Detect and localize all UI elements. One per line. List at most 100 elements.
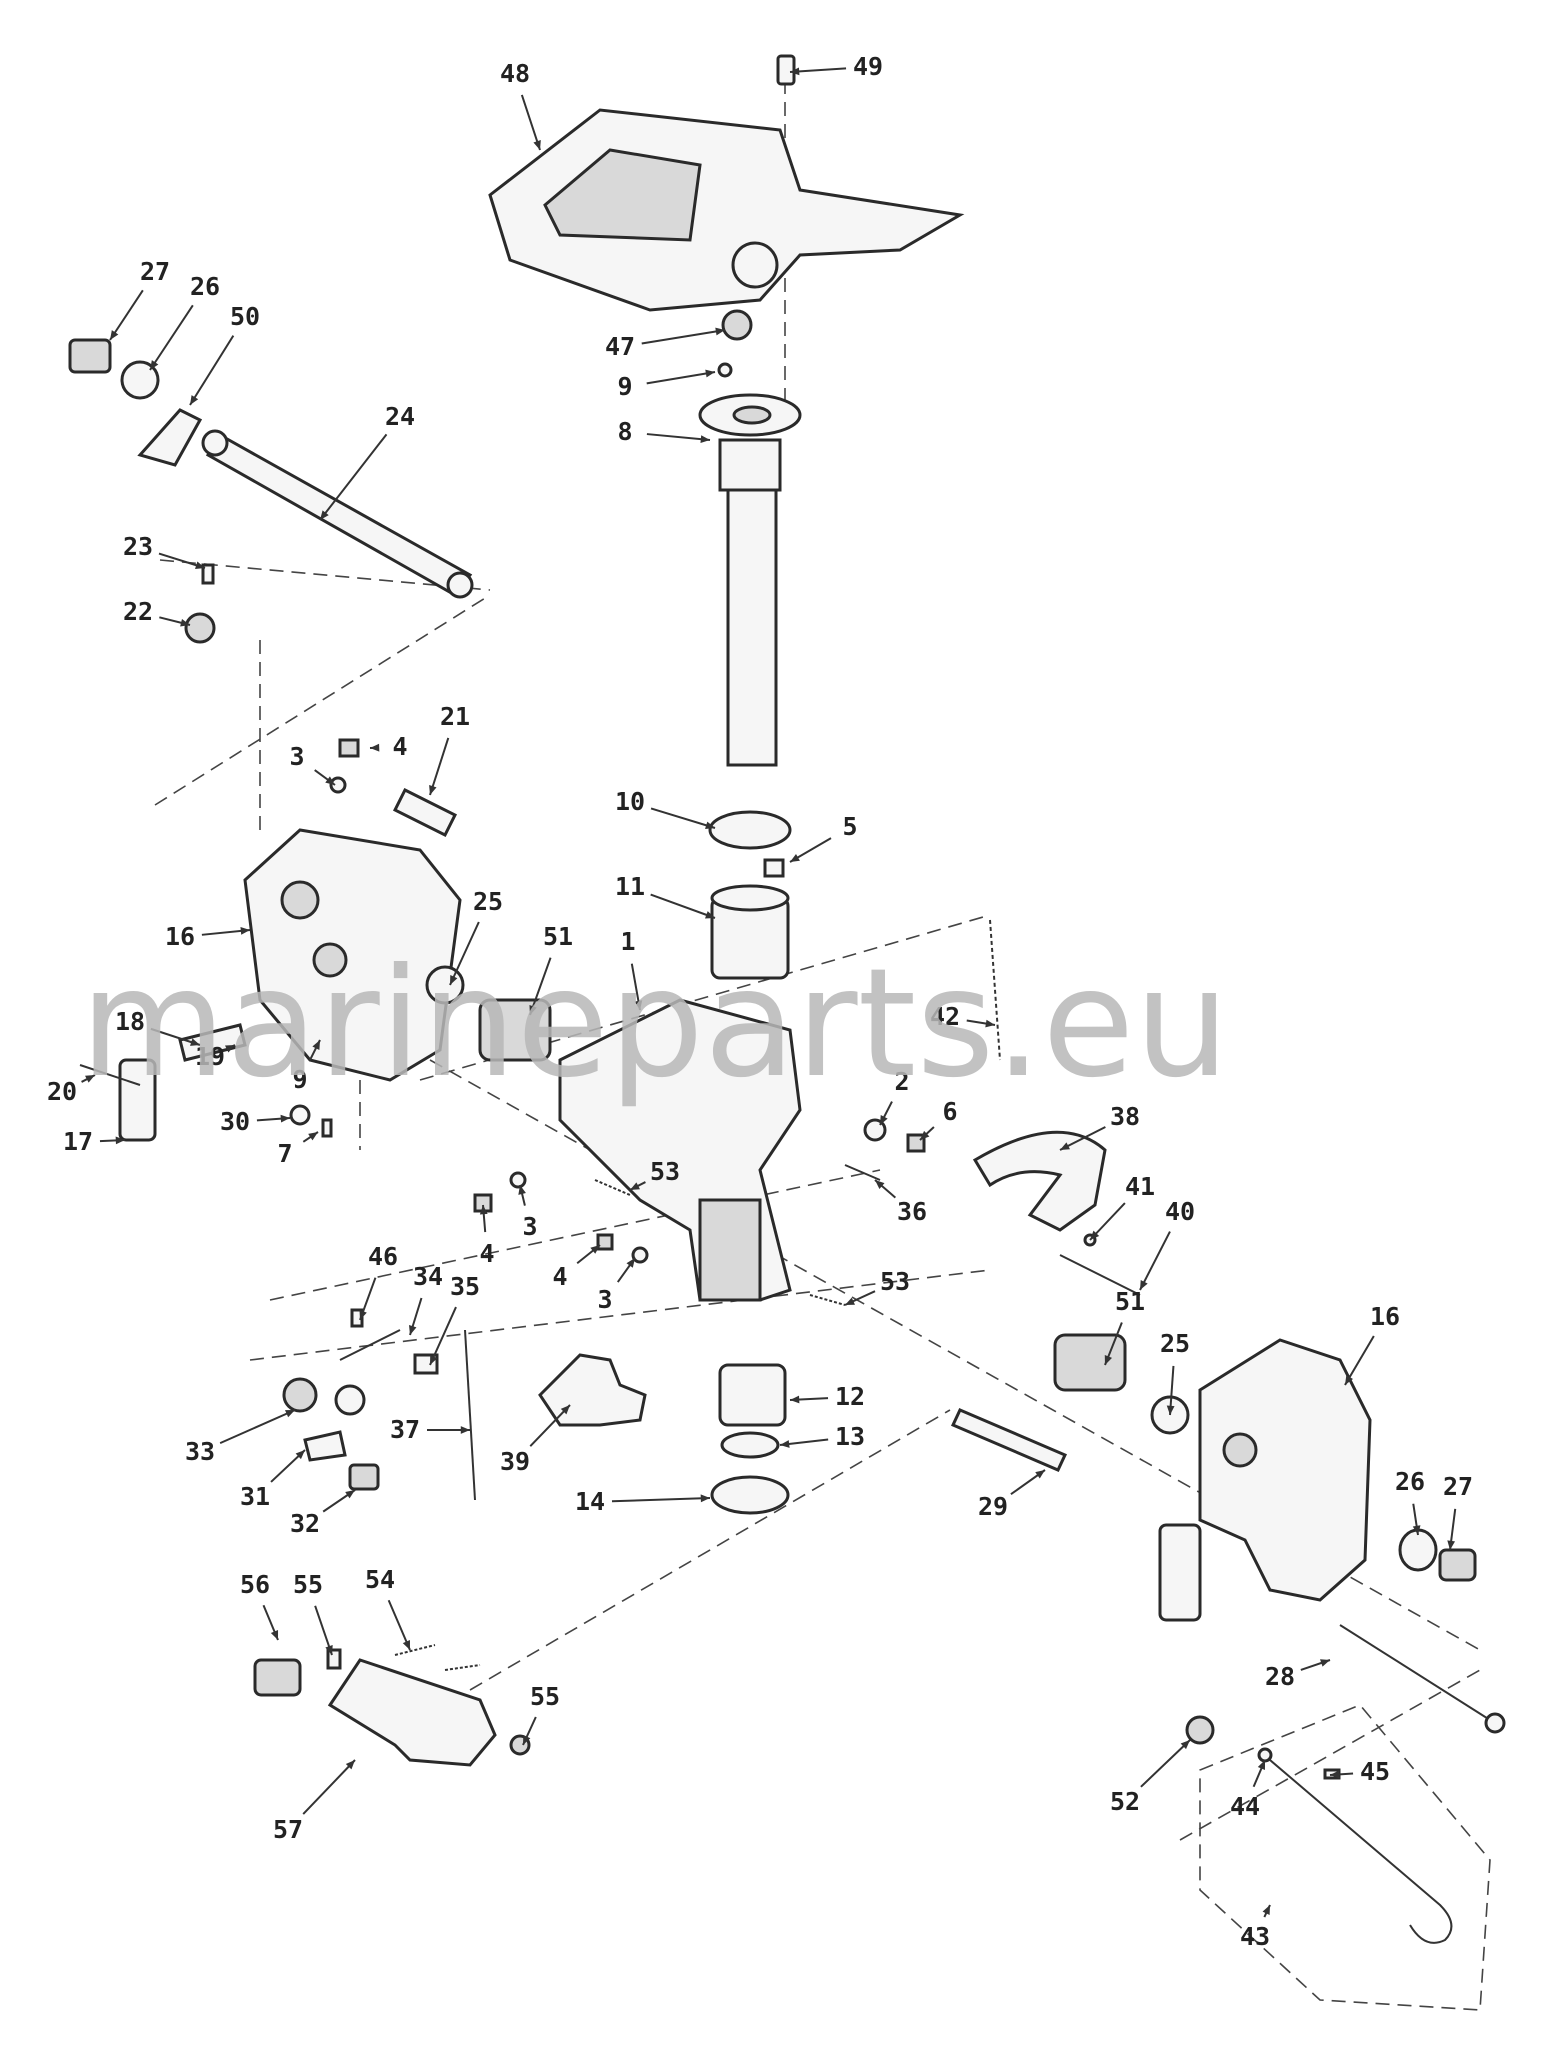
- callout-c3c: 3: [597, 1285, 612, 1314]
- leader-c14: [612, 1498, 710, 1501]
- callout-c5: 5: [842, 812, 857, 841]
- callout-c35: 35: [450, 1272, 480, 1301]
- part-3b-washer: [511, 1173, 525, 1187]
- callout-c56: 56: [240, 1570, 270, 1599]
- callout-c37: 37: [390, 1415, 420, 1444]
- part-4c-nut: [598, 1235, 612, 1249]
- part-57-tilt-pin-bracket: [330, 1660, 495, 1765]
- part-7-pin: [323, 1120, 331, 1136]
- callout-c3a: 3: [289, 742, 304, 771]
- leader-c33: [220, 1410, 295, 1443]
- arrowhead-c30: [281, 1115, 290, 1123]
- leader-c47: [642, 330, 725, 343]
- callout-c10: 10: [615, 787, 645, 816]
- callout-c32: 32: [290, 1509, 320, 1538]
- arrowhead-c32: [345, 1490, 355, 1498]
- callout-c43: 43: [1240, 1922, 1270, 1951]
- part-29-rod: [953, 1410, 1065, 1470]
- part-14-bushing: [712, 1477, 788, 1513]
- part-44-pin: [1259, 1749, 1271, 1761]
- callout-c27a: 27: [140, 257, 170, 286]
- callout-c4b: 4: [479, 1239, 494, 1268]
- arrowhead-c37: [461, 1426, 470, 1434]
- leader-c57: [303, 1760, 355, 1814]
- part-28-bolt: [1340, 1625, 1504, 1732]
- leader-c8: [647, 434, 710, 440]
- part-washer-33b: [336, 1386, 364, 1414]
- part-22-knob: [186, 614, 214, 642]
- leader-c50: [190, 336, 233, 405]
- callout-c27b: 27: [1443, 1472, 1473, 1501]
- part-49-screw: [778, 56, 794, 84]
- part-55a-screw: [328, 1650, 340, 1668]
- arrowhead-c21: [429, 785, 436, 795]
- leader-c24: [320, 434, 387, 520]
- callout-c53a: 53: [650, 1157, 680, 1186]
- part-39-bracket: [540, 1355, 645, 1425]
- part-56-pad: [255, 1660, 300, 1695]
- part-43-kit-outline: [1200, 1705, 1490, 2010]
- callout-c3b: 3: [522, 1212, 537, 1241]
- part-48-steering-bracket: [490, 110, 960, 310]
- callout-c55b: 55: [530, 1682, 560, 1711]
- callout-c24: 24: [385, 402, 415, 431]
- callout-c48: 48: [500, 59, 530, 88]
- arrowhead-c9a: [705, 370, 715, 378]
- callout-c33: 33: [185, 1437, 215, 1466]
- part-37-rod: [465, 1330, 475, 1500]
- callout-c39: 39: [500, 1447, 530, 1476]
- arrowhead-c34: [409, 1325, 416, 1335]
- callout-c9a: 9: [617, 372, 632, 401]
- part-16b-clamp-bracket: [1160, 1340, 1370, 1620]
- part-9-washer: [719, 364, 731, 376]
- callout-c23: 23: [123, 532, 153, 561]
- callout-c41: 41: [1125, 1172, 1155, 1201]
- callout-c22: 22: [123, 597, 153, 626]
- callout-c49: 49: [853, 52, 883, 81]
- part-53b-spring: [810, 1295, 845, 1305]
- arrowhead-c12: [790, 1396, 799, 1404]
- arrowhead-c27a: [110, 330, 118, 340]
- part-38-tilt-lever: [975, 1132, 1105, 1230]
- part-36-pin: [845, 1165, 880, 1180]
- part-13-ring: [722, 1433, 778, 1457]
- part-52-nut: [1187, 1717, 1213, 1743]
- leader-c52: [1141, 1740, 1190, 1787]
- part-31-tab: [305, 1432, 345, 1460]
- callout-c29: 29: [978, 1492, 1008, 1521]
- part-3c-washer: [633, 1248, 647, 1262]
- arrowhead-c4a: [370, 744, 379, 752]
- callout-c26b: 26: [1395, 1467, 1425, 1496]
- callout-c25b: 25: [1160, 1329, 1190, 1358]
- arrowhead-c29: [1035, 1470, 1045, 1479]
- part-50-lever: [140, 410, 200, 465]
- callout-c52: 52: [1110, 1787, 1140, 1816]
- part-8-swivel-tube: [700, 395, 800, 765]
- part-4a-nut: [340, 740, 358, 756]
- arrowhead-c3c: [626, 1258, 635, 1268]
- callout-c8: 8: [617, 417, 632, 446]
- arrowhead-c7: [308, 1132, 318, 1140]
- leader-c9a: [647, 372, 715, 383]
- part-26b-bushing: [1400, 1530, 1436, 1570]
- callout-c17: 17: [63, 1127, 93, 1156]
- watermark-text: marineparts.eu: [80, 937, 1230, 1111]
- callout-c53b: 53: [880, 1267, 910, 1296]
- callout-c46: 46: [368, 1242, 398, 1271]
- arrowhead-c14: [701, 1494, 710, 1502]
- part-27a-nut: [70, 340, 110, 372]
- callout-c36: 36: [897, 1197, 927, 1226]
- callout-c40: 40: [1165, 1197, 1195, 1226]
- callout-c16b: 16: [1370, 1302, 1400, 1331]
- callout-c7: 7: [277, 1139, 292, 1168]
- part-33-knob: [284, 1379, 316, 1411]
- callout-c21: 21: [440, 702, 470, 731]
- arrowhead-c28: [1320, 1659, 1330, 1666]
- part-3a-washer: [331, 778, 345, 792]
- part-21-pin: [395, 790, 455, 835]
- part-43-cable: [1270, 1760, 1451, 1943]
- part-10-ring: [710, 812, 790, 848]
- part-24-tilt-tube: [203, 431, 472, 597]
- callout-c30: 30: [220, 1107, 250, 1136]
